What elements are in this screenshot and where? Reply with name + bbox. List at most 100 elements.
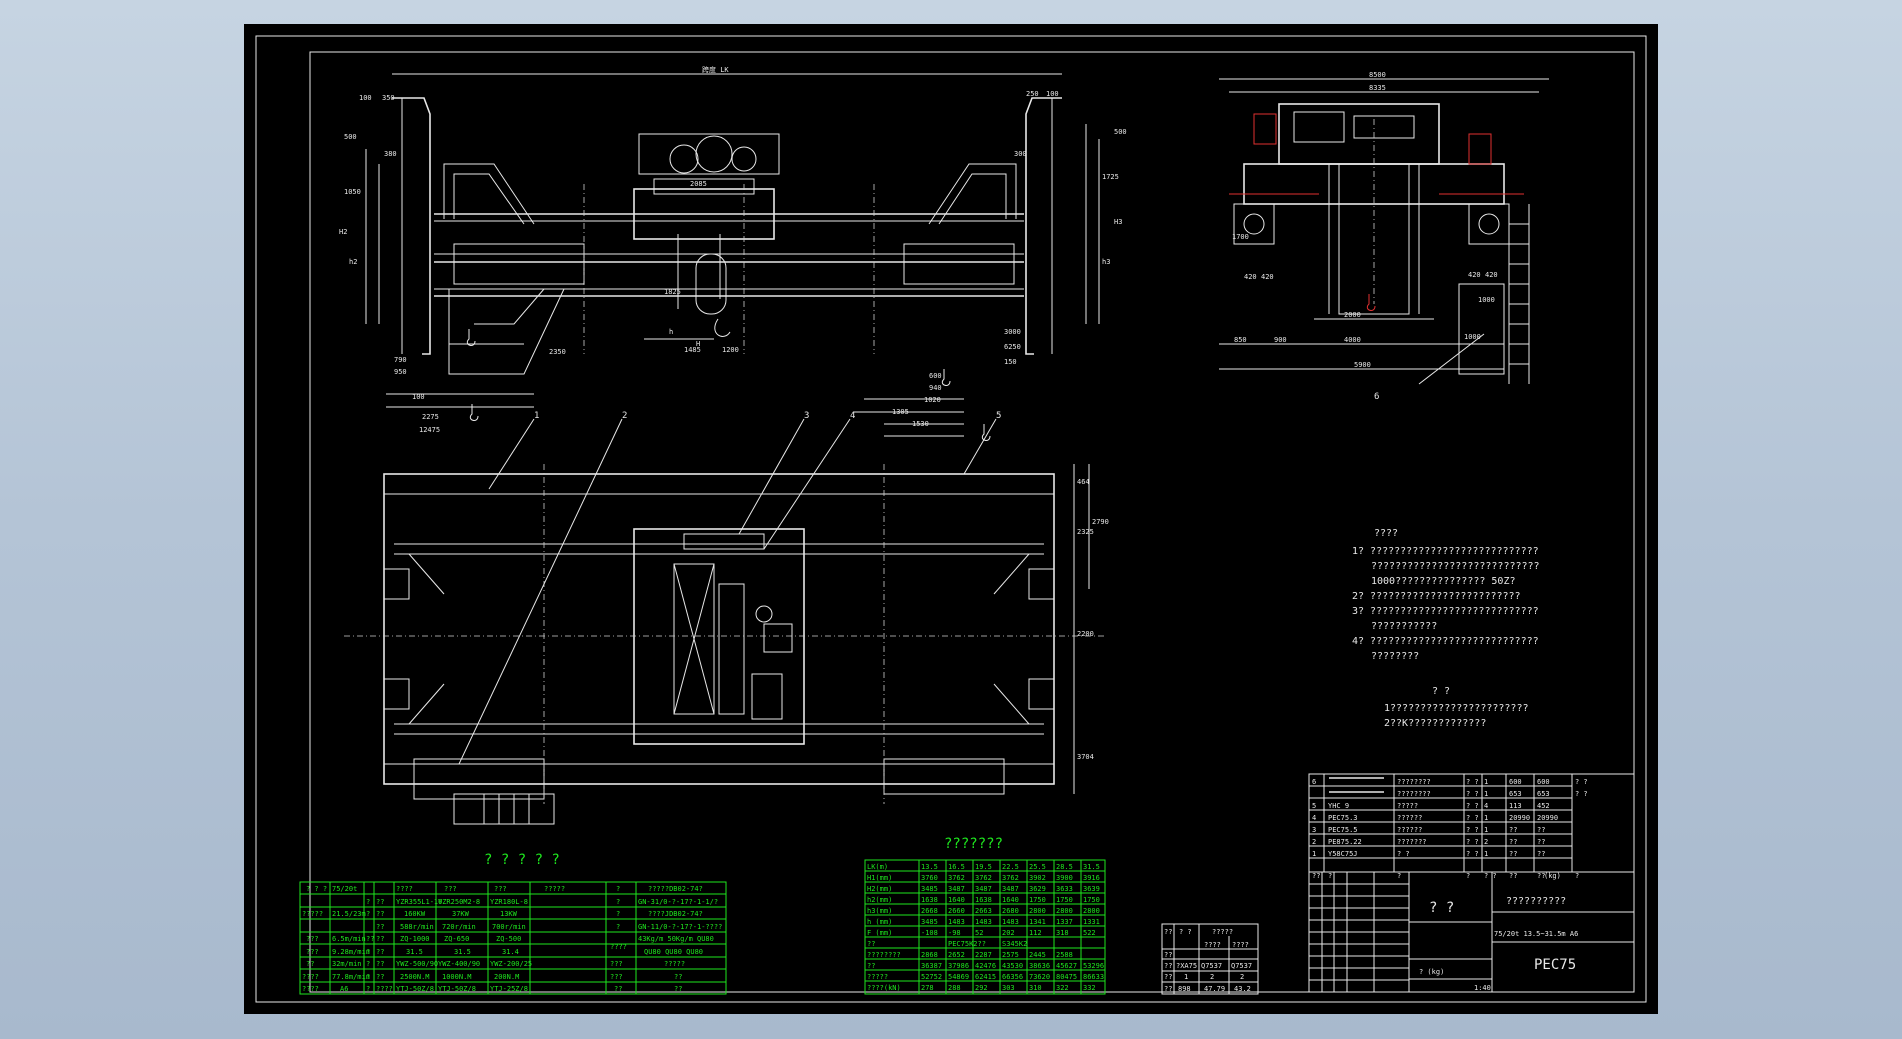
param-row: ??? 9.28m/min ? ?? 31.5 31.5 31.4 [306, 948, 519, 956]
front-elevation: 跨度 LK [339, 65, 1127, 441]
table-cell: ? ? [1575, 790, 1588, 798]
table-cell: ? [366, 898, 370, 906]
table-cell: ?? [1164, 985, 1172, 993]
table-cell: GN-11/0-?-17?-1-???? [638, 923, 722, 931]
table-cell: ? ? [1484, 872, 1497, 880]
table-cell: ??? [444, 885, 457, 893]
note-line: 1??????????????????????? [1384, 703, 1529, 714]
dim-text: 3000 [1004, 328, 1021, 336]
dim-text: h3 [1102, 258, 1110, 266]
outer-border [255, 35, 1647, 1003]
table-cell: Q7537 [1231, 962, 1252, 970]
table-cell: ????? [867, 973, 888, 981]
table-cell: ? ? [1466, 802, 1479, 810]
table-cell: 66356 [1002, 973, 1023, 981]
table-header-cell: 19.5 [975, 863, 992, 871]
note-line: ??????????? [1371, 621, 1437, 632]
dim-text: 2350 [549, 348, 566, 356]
table-cell: GN-31/0-?-17?-1-1/? [638, 898, 718, 906]
table-cell: ?? [366, 935, 374, 943]
table-cell: ??? [306, 935, 319, 943]
table-cell: 3629 [1029, 885, 1046, 893]
table-cell: 202 [1002, 929, 1015, 937]
table-cell: ?? [867, 940, 875, 948]
table-cell: 38636 [1029, 962, 1050, 970]
table-cell: ? [616, 910, 620, 918]
table-cell: ?? [674, 973, 682, 981]
table-cell: 80475 [1056, 973, 1077, 981]
side-elevation: 8500 8335 1700 420 420 42 [1219, 71, 1549, 402]
table-cell: ? [1466, 872, 1470, 880]
table-cell: 3485 [921, 918, 938, 926]
table-cell: 898 [1178, 985, 1191, 993]
table-cell: 37986 [948, 962, 969, 970]
table-cell: ?? [1164, 962, 1172, 970]
table-header-cell: 16.5 [948, 863, 965, 871]
table-cell: 1331 [1083, 918, 1100, 926]
dim-text: 600 [929, 372, 942, 380]
table-cell: 2868 [921, 951, 938, 959]
table-cell: 3916 [1083, 874, 1100, 882]
table-cell: 3762 [975, 874, 992, 882]
table-cell: ? ? [1466, 838, 1479, 846]
table-cell: ?????? [1397, 826, 1422, 834]
table-cell: ?? [376, 923, 384, 931]
table-cell: ? [1397, 872, 1401, 880]
dim-text: 150 [1004, 358, 1017, 366]
table-cell: ???? [396, 885, 413, 893]
dim-text: 12475 [419, 426, 440, 434]
table-cell: ???? [1204, 941, 1221, 949]
table-cell: 3487 [975, 885, 992, 893]
part-label: 6 [1374, 392, 1379, 402]
table-cell: 600 [1537, 778, 1550, 786]
title-block: ? ? ?????????? 75/20t 13.5~31.5m A6 PEC7… [1419, 896, 1578, 992]
table-cell: h3(mm) [867, 907, 892, 915]
dim-text: 300 [1014, 150, 1027, 158]
note-line: 2??K????????????? [1384, 718, 1486, 729]
dim-text: 100 [1046, 90, 1059, 98]
table-cell: 86633 [1083, 973, 1104, 981]
table-cell: ????(kN) [867, 984, 901, 992]
inner-border [309, 51, 1635, 993]
table-cell: 2 [1484, 838, 1488, 846]
table-cell: YWZ-200/25 [490, 960, 532, 968]
notes-title: ???? [1374, 528, 1398, 539]
small-table: ?? ? ? ????? ?? ???? ???? ?? ?XA75 Q7537… [1161, 923, 1259, 995]
table-cell: ?????? [1397, 814, 1422, 822]
table-header-cell: 25.5 [1029, 863, 1046, 871]
technical-notes: ???? 1? ???????????????????????????? ???… [1352, 528, 1540, 729]
table-cell: 1337 [1056, 918, 1073, 926]
table-cell: 31.5 [406, 948, 423, 956]
table-cell: 3760 [921, 874, 938, 882]
table-cell: ????? [302, 910, 323, 918]
table-cell: ? [366, 960, 370, 968]
table-cell: QU80 QU80 QU80 [644, 948, 703, 956]
table-cell: 43Kg/m 50Kg/m QU80 [638, 935, 714, 943]
table-cell: 1640 [1002, 896, 1019, 904]
table-cell: 43530 [1002, 962, 1023, 970]
table-cell: ????? [1212, 928, 1233, 936]
table-cell: ??? [610, 960, 623, 968]
note-line: ???????????????????????????? [1371, 561, 1540, 572]
dim-text: H [696, 340, 700, 348]
table-cell: 6 [1312, 778, 1316, 786]
table-cell: 2668 [921, 907, 938, 915]
table-cell: A6 [340, 985, 348, 993]
table-cell: 2 [1312, 838, 1316, 846]
table-cell: ? [366, 948, 370, 956]
table-cell: PEC75.5 [1328, 826, 1358, 834]
table-cell: 1483 [948, 918, 965, 926]
table-cell: 310 [1029, 984, 1042, 992]
table-cell: 1 [1484, 778, 1488, 786]
table-cell: 3900 [1056, 874, 1073, 882]
note-line: 2? ????????????????????????? [1352, 591, 1521, 602]
table-cell: PEC75.3 [1328, 814, 1358, 822]
dim-text: 2790 [1092, 518, 1109, 526]
table-cell: 1000N.M [442, 973, 472, 981]
table-cell: 1 [1484, 850, 1488, 858]
param-row: ???? 77.8m/min ? ?? 2500N.M 1000N.M 200N… [302, 973, 519, 981]
table-cell: S345K2 [1002, 940, 1027, 948]
dim-text: 100 [412, 393, 425, 401]
dim-text: 8500 [1369, 71, 1386, 79]
